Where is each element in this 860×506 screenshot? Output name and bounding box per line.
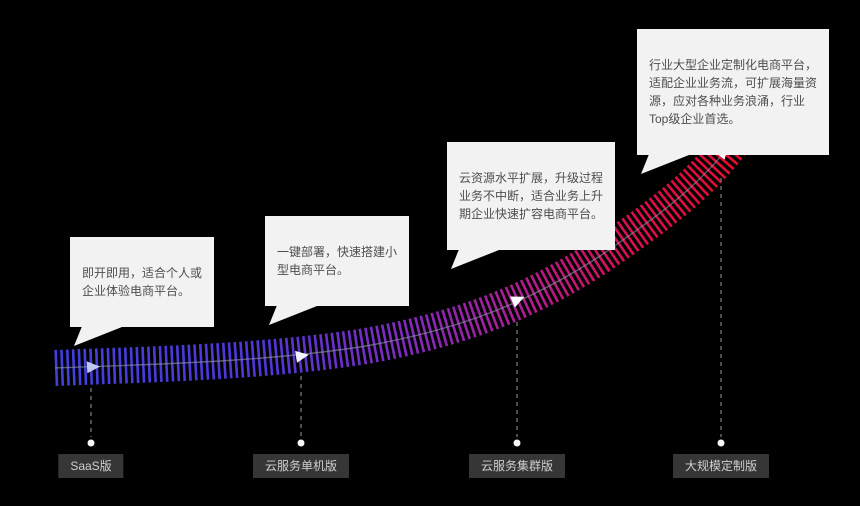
stage-dot [513, 439, 521, 447]
callout-saas-text: 即开即用，适合个人或 企业体验电商平台。 [82, 266, 203, 298]
callout-single-server-text: 一键部署，快速搭建小 型电商平台。 [277, 245, 398, 277]
callout-cluster: 云资源水平扩展，升级过程 业务不中断，适合业务上升 期企业快速扩容电商平台。 [447, 142, 616, 269]
stage-dot [297, 439, 305, 447]
callout-custom: 行业大型企业定制化电商平台， 适配企业业务流，可扩展海量资 源，应对各种业务浪涌… [637, 29, 830, 174]
marker-arrow-icon [509, 296, 525, 308]
callout-custom-text: 行业大型企业定制化电商平台， 适配企业业务流，可扩展海量资 源，应对各种业务浪涌… [649, 58, 818, 126]
callout-saas: 即开即用，适合个人或 企业体验电商平台。 [70, 237, 215, 346]
marker-arrow-icon [86, 361, 100, 374]
stage-dot [87, 439, 95, 447]
stage-label-saas: SaaS版 [58, 454, 124, 478]
band-center-line [54, 139, 735, 369]
stage-label-single-server: 云服务单机版 [252, 454, 350, 478]
stage-dot [717, 439, 725, 447]
marker-arrow-icon [295, 350, 309, 363]
callout-single-server: 一键部署，快速搭建小 型电商平台。 [265, 216, 410, 325]
stage-label-custom: 大规模定制版 [672, 454, 770, 478]
stage-label-cluster: 云服务集群版 [468, 454, 566, 478]
callout-cluster-text: 云资源水平扩展，升级过程 业务不中断，适合业务上升 期企业快速扩容电商平台。 [459, 171, 604, 221]
